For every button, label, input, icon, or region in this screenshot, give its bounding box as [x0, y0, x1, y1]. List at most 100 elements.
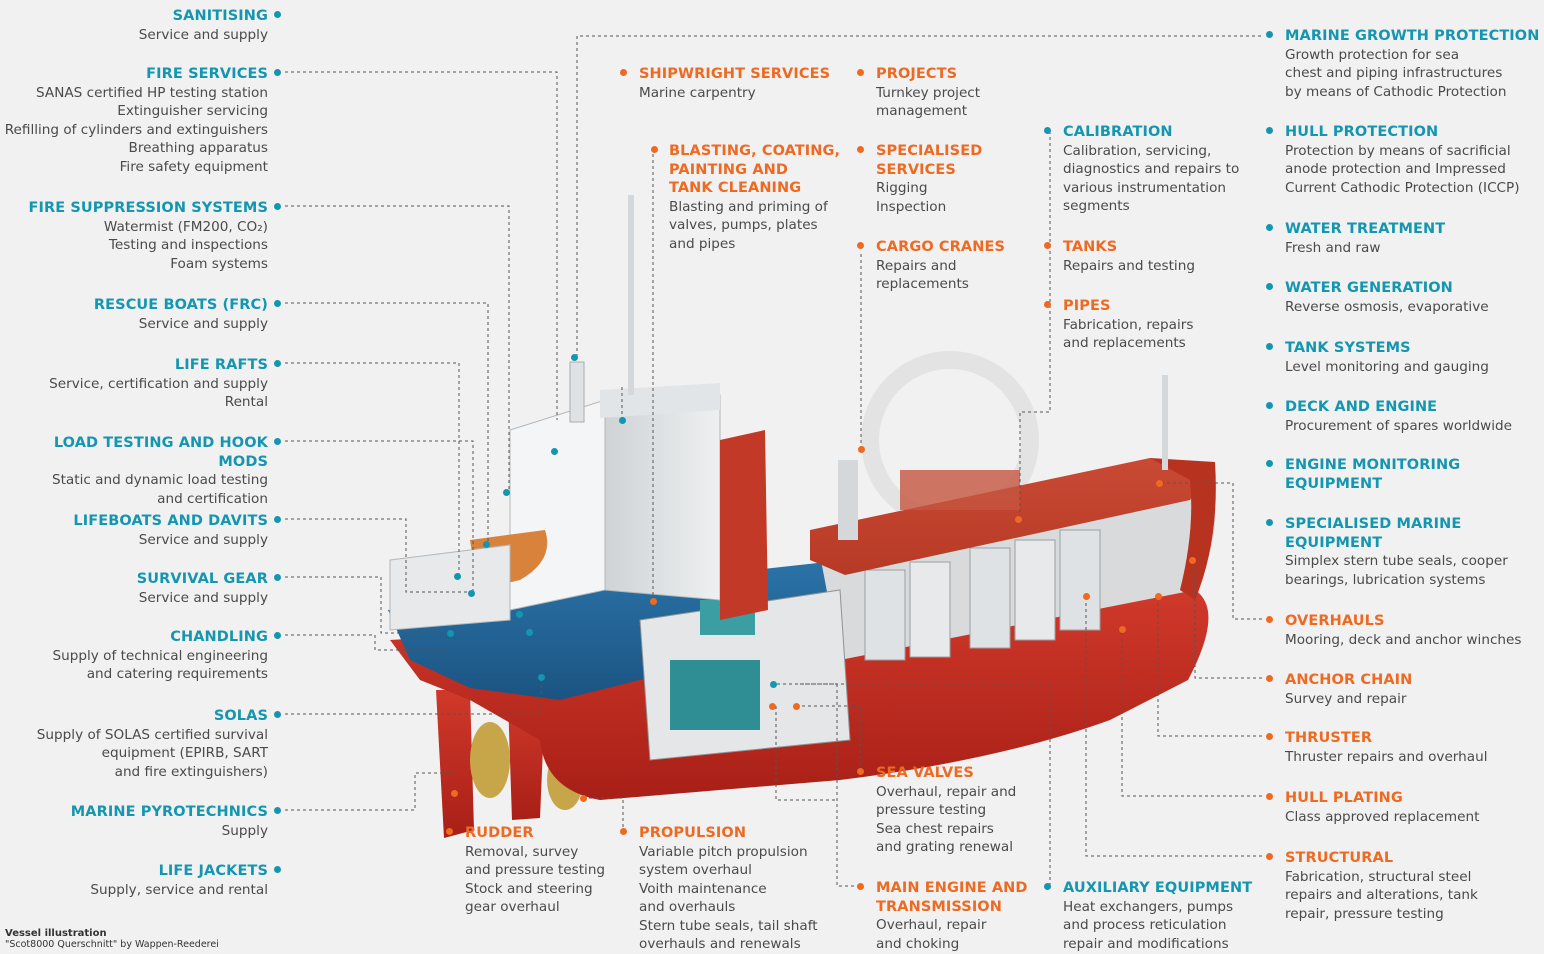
label-sanitising: SANITISING Service and supply	[139, 7, 268, 44]
label-desc: Repairs and testing	[1063, 257, 1195, 274]
leader-line	[285, 772, 454, 811]
label-desc: Marine carpentry	[639, 84, 756, 101]
label-title: HULL PLATING	[1285, 790, 1403, 806]
label-anchor-chain: ANCHOR CHAIN Survey and repair	[1285, 671, 1412, 708]
credit-title: Vessel illustration	[5, 928, 107, 939]
label-desc: Service and supply	[138, 589, 268, 606]
label-title: LIFE JACKETS	[158, 863, 268, 879]
bullet-dot	[1266, 31, 1273, 38]
bullet-dot	[620, 69, 627, 76]
bullet-dot	[619, 417, 626, 424]
label-desc: Service and supply	[138, 315, 268, 332]
label-desc: Removal, survey and pressure testing Sto…	[465, 843, 606, 916]
bullet-dot	[1266, 733, 1273, 740]
label-desc: Procurement of spares worldwide	[1285, 417, 1513, 434]
bullet-dot	[857, 146, 864, 153]
bullet-dot	[1266, 224, 1273, 231]
label-title: WATER TREATMENT	[1285, 221, 1446, 237]
label-title: FIRE SUPPRESSION SYSTEMS	[28, 200, 268, 216]
bullet-dot	[468, 590, 475, 597]
label-marine-pyrotechnics: MARINE PYROTECHNICS Supply	[71, 803, 268, 840]
bullet-dot	[1155, 593, 1162, 600]
deck-pipes	[900, 470, 1020, 510]
label-desc: Service and supply	[138, 531, 268, 548]
bullet-dot	[516, 611, 523, 618]
leader-line	[1159, 482, 1262, 620]
label-desc: Watermist (FM200, CO₂) Testing and inspe…	[103, 218, 268, 272]
bullet-dot	[447, 630, 454, 637]
bullet-dot	[1189, 557, 1196, 564]
label-tanks: TANKS Repairs and testing	[1063, 238, 1195, 275]
fore-mast	[1162, 375, 1168, 470]
bullet-dot	[274, 360, 281, 367]
label-title: OVERHAULS	[1285, 613, 1385, 629]
main-deck	[810, 458, 1210, 575]
label-desc: Rigging Inspection	[876, 180, 947, 215]
label-title: AUXILIARY EQUIPMENT	[1063, 880, 1253, 896]
label-desc: Growth protection for sea chest and pipi…	[1285, 46, 1507, 100]
bullet-dot	[451, 790, 458, 797]
bullet-dot	[274, 574, 281, 581]
label-title: ENGINE MONITORING EQUIPMENT	[1285, 457, 1461, 492]
label-title: TANKS	[1063, 239, 1118, 255]
bullet-dot	[274, 632, 281, 639]
leader-line	[583, 797, 624, 831]
label-shipwright: SHIPWRIGHT SERVICES Marine carpentry	[639, 65, 830, 102]
bullet-dot	[580, 795, 587, 802]
funnel	[720, 430, 768, 620]
main-engine	[670, 660, 760, 730]
label-title: TANK SYSTEMS	[1285, 340, 1411, 356]
bullet-dot	[650, 598, 657, 605]
bullet-dot	[274, 438, 281, 445]
label-sea-valves: SEA VALVES Overhaul, repair and pressure…	[876, 764, 1016, 857]
credit-text: "Scot8000 Querschnitt" by Wappen-Reedere…	[5, 939, 219, 950]
label-title: CARGO CRANES	[876, 239, 1006, 255]
bullet-dot	[1266, 616, 1273, 623]
bullet-dot	[793, 703, 800, 710]
bullet-dot	[1266, 853, 1273, 860]
bullet-dot	[857, 69, 864, 76]
label-pipes: PIPES Fabrication, repairs and replaceme…	[1063, 297, 1193, 353]
label-title: SHIPWRIGHT SERVICES	[639, 66, 831, 82]
rudder	[436, 690, 474, 838]
leader-line	[285, 677, 542, 715]
bullet-dot	[1266, 675, 1273, 682]
leader-line	[1194, 560, 1262, 679]
label-chandling: CHANDLING Supply of technical engineerin…	[53, 628, 268, 684]
leader-line	[1019, 131, 1051, 519]
label-desc: Service, certification and supply Rental	[49, 375, 268, 411]
label-title: RESCUE BOATS (FRC)	[93, 297, 268, 313]
bullet-dot	[274, 516, 281, 523]
bullet-dot	[1266, 283, 1273, 290]
label-water-generation: WATER GENERATION Reverse osmosis, evapor…	[1285, 279, 1489, 316]
label-fire-services: FIRE SERVICES SANAS certified HP testing…	[5, 65, 268, 176]
mast	[628, 195, 634, 395]
label-title: CALIBRATION	[1063, 124, 1173, 140]
label-deck-engine: DECK AND ENGINE Procurement of spares wo…	[1285, 398, 1512, 435]
label-desc: Supply, service and rental	[90, 881, 268, 898]
leader-line	[1085, 596, 1262, 857]
bullet-dot	[1044, 301, 1051, 308]
label-desc: Reverse osmosis, evaporative	[1285, 298, 1489, 315]
bullet-dot	[770, 681, 777, 688]
label-title: LOAD TESTING AND HOOK MODS	[53, 435, 268, 470]
label-desc: Variable pitch propulsion system overhau…	[639, 843, 818, 953]
label-specialised-marine: SPECIALISED MARINE EQUIPMENT Simplex ste…	[1285, 515, 1508, 589]
label-desc: Static and dynamic load testing and cert…	[51, 472, 268, 507]
label-desc: Simplex stern tube seals, cooper bearing…	[1285, 553, 1508, 588]
label-title: THRUSTER	[1285, 730, 1373, 746]
label-title: HULL PROTECTION	[1285, 124, 1439, 140]
leader-line	[285, 576, 450, 634]
bullet-dot	[446, 828, 453, 835]
leader-line	[285, 302, 489, 544]
label-desc: Supply	[221, 822, 268, 839]
label-title: ANCHOR CHAIN	[1285, 672, 1413, 688]
leader-line	[1157, 596, 1262, 737]
label-title: RUDDER	[465, 825, 534, 841]
bullet-dot	[769, 703, 776, 710]
bullet-dot	[858, 446, 865, 453]
leader-line	[796, 705, 861, 771]
label-desc: Overhaul, repair and pressure testing Se…	[876, 783, 1017, 856]
label-propulsion: PROPULSION Variable pitch propulsion sys…	[639, 824, 818, 954]
